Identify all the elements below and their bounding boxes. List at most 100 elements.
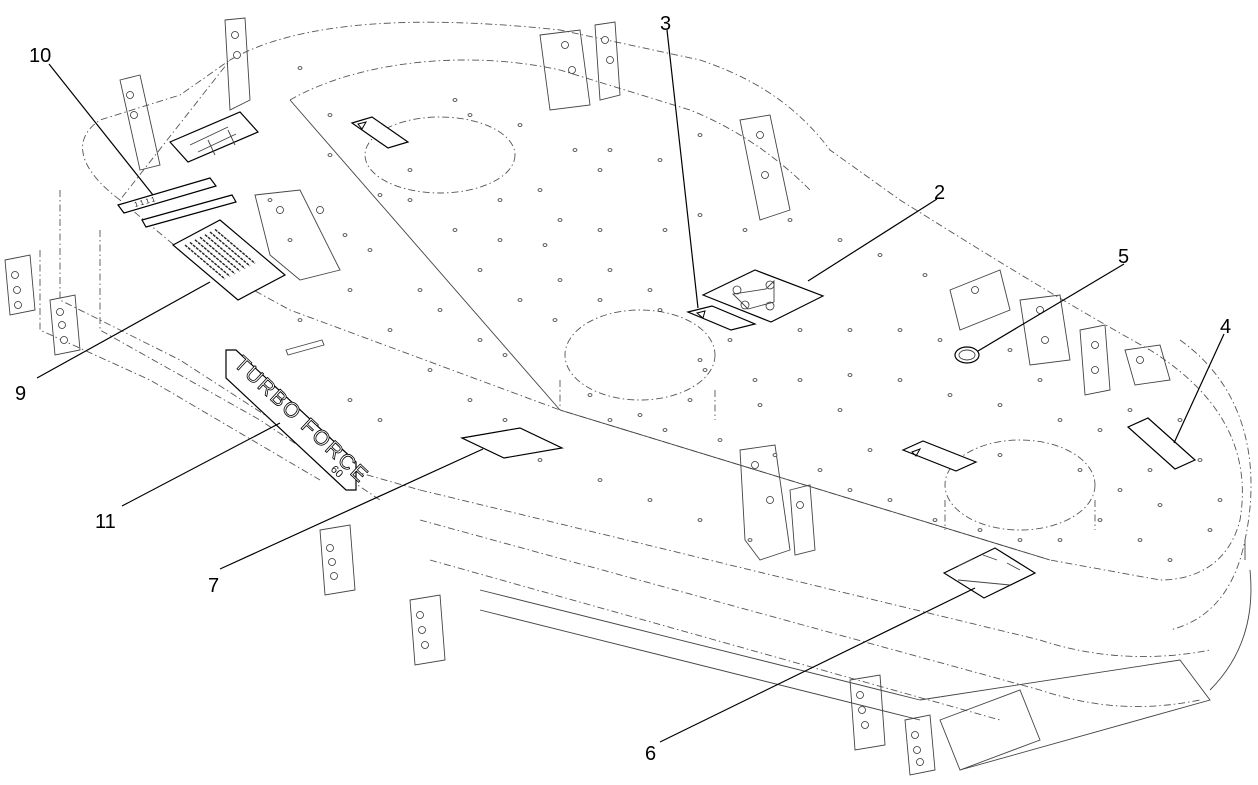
bracket-hole [971, 286, 979, 294]
instruction-text-line [184, 244, 226, 280]
safety-warning-decal-upper [168, 111, 260, 163]
bolt-hole [662, 228, 668, 232]
bracket-hole [14, 301, 22, 309]
instruction-text-line [194, 239, 236, 275]
leader-3 [666, 29, 699, 309]
bracket-holes [11, 31, 1144, 766]
bracket-hole [11, 271, 19, 279]
bolt-hole [647, 498, 653, 502]
callout-7: 7 [208, 575, 219, 597]
bracket-hole [13, 286, 21, 294]
bracket-hole [856, 691, 864, 699]
bolt-hole [697, 518, 703, 522]
bracket-hole [766, 496, 774, 504]
bracket-hole [916, 758, 924, 766]
bolt-hole [502, 418, 508, 422]
bolt-hole [477, 338, 483, 342]
bolt-hole [657, 158, 663, 162]
bolt-hole [867, 448, 873, 452]
instruction-text-line [199, 236, 241, 272]
bolt-hole [497, 238, 503, 242]
bolt-hole [347, 398, 353, 402]
callout-5: 5 [1118, 246, 1129, 268]
direction-arrow-decal-rear [901, 440, 978, 472]
bolt-hole [772, 453, 778, 457]
bracket-hole [568, 66, 576, 74]
direction-arrow-decal-center [686, 305, 757, 331]
leader-5 [977, 263, 1125, 352]
bolt-hole [727, 338, 733, 342]
callout-6: 6 [645, 743, 656, 765]
bolt-hole [607, 148, 613, 152]
bolt-hole [922, 273, 928, 277]
callout-11: 11 [95, 511, 116, 533]
bolt-hole [1147, 468, 1153, 472]
bolt-hole [1197, 458, 1203, 462]
bolt-hole [687, 398, 693, 402]
bolt-hole [327, 153, 333, 157]
bolt-hole [552, 318, 558, 322]
bolt-hole [1157, 503, 1163, 507]
bolt-hole [877, 253, 883, 257]
bracket-hole [1136, 356, 1144, 364]
bolt-hole [757, 403, 763, 407]
bolt-hole [1017, 538, 1023, 542]
bolt-hole [297, 318, 303, 322]
bolt-hole [597, 228, 603, 232]
bolt-hole [537, 188, 543, 192]
bolt-hole [662, 428, 668, 432]
instruction-text-line [209, 231, 251, 267]
brand-decal-text: TURBO FORCE [230, 352, 374, 488]
bolt-hole [647, 288, 653, 292]
bolt-hole [977, 528, 983, 532]
bolt-hole [467, 113, 473, 117]
bracket-hole [330, 572, 338, 580]
bolt-hole [752, 378, 758, 382]
bolt-hole [597, 478, 603, 482]
bolt-hole [407, 168, 413, 172]
safety-warning-decal-front [942, 547, 1037, 599]
bolt-hole [597, 298, 603, 302]
leader-10 [48, 63, 154, 196]
bolt-hole [502, 353, 508, 357]
bolt-hole [787, 218, 793, 222]
bolt-hole [297, 66, 303, 70]
direction-arrow-decal-right [1126, 417, 1197, 470]
bolt-hole [1167, 558, 1173, 562]
bracket-hole [58, 321, 66, 329]
bracket-hole [601, 36, 609, 44]
leader-lines [36, 29, 1225, 743]
bracket-hole [1041, 336, 1049, 344]
bolt-hole [937, 338, 943, 342]
belt-routing-decal [701, 269, 825, 323]
leader-9 [36, 281, 211, 379]
bolt-hole [932, 518, 938, 522]
bolt-hole [947, 393, 953, 397]
bolt-hole [837, 238, 843, 242]
bolt-hole [1127, 408, 1133, 412]
leader-6 [659, 587, 976, 743]
bracket-hole [231, 31, 239, 39]
bolt-hole [537, 458, 543, 462]
bolt-hole [1057, 538, 1063, 542]
bolt-hole [837, 408, 843, 412]
instruction-text-line [189, 241, 231, 277]
bracket-hole [911, 731, 919, 739]
bolt-hole [467, 398, 473, 402]
callout-labels: 10 9 11 7 3 2 5 4 6 [15, 13, 1231, 765]
bracket-hole [796, 501, 804, 509]
bolt-hole [1007, 348, 1013, 352]
bracket-hole [328, 558, 336, 566]
bolt-hole [697, 358, 703, 362]
bolt-hole [417, 288, 423, 292]
bolt-hole [367, 248, 373, 252]
bolt-hole [742, 228, 748, 232]
bracket-hole [561, 41, 569, 49]
bolt-hole [747, 538, 753, 542]
bracket-hole [126, 91, 134, 99]
bolt-hole [347, 288, 353, 292]
bracket-hole [276, 206, 284, 214]
bolt-hole [702, 368, 708, 372]
callout-10: 10 [29, 45, 51, 67]
callout-3: 3 [660, 13, 671, 35]
